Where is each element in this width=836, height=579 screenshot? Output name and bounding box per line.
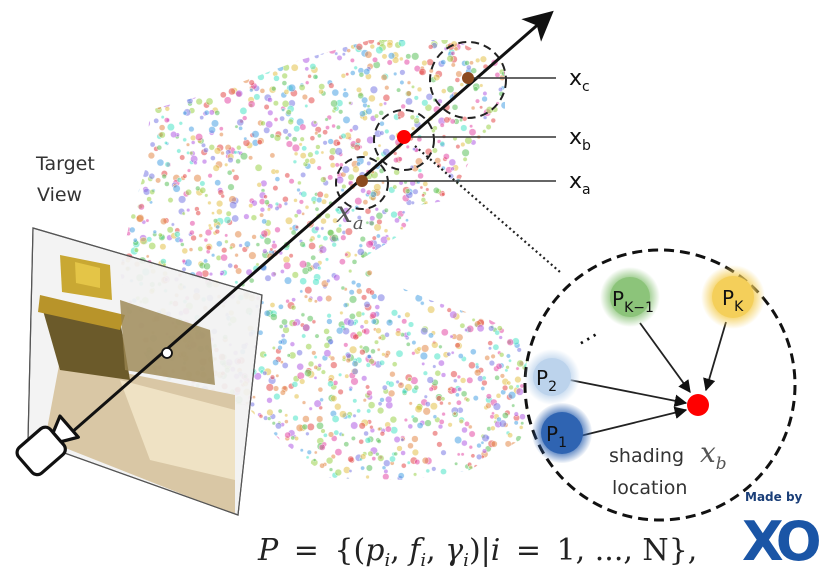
- pixel-intersection: [161, 347, 173, 359]
- shading-label-line2: location: [612, 477, 687, 499]
- point-set-formula: P = {(pi, fi, γi)|i = 1, ..., N},: [257, 533, 697, 571]
- svg-text:PK: PK: [722, 286, 744, 315]
- label-xa: xa: [569, 169, 591, 198]
- arrow-p1-to-xb: [579, 406, 688, 437]
- arrow-pk-to-xb: [703, 321, 727, 392]
- camera-ray: [54, 10, 554, 449]
- neighbor-p-1: P1: [532, 403, 592, 463]
- sample-point-xa: [356, 175, 368, 187]
- bulldozer-image: [38, 255, 235, 515]
- sample-point-xb: [397, 130, 411, 144]
- made-by-xo-logo: Made by XO: [742, 490, 826, 573]
- zoom-connector: [414, 145, 561, 273]
- arrow-p2-to-xb: [569, 379, 688, 407]
- target-view-label-line1: Target: [35, 153, 95, 175]
- sample-region-xc: [429, 41, 507, 119]
- sample-region-xa: [335, 156, 389, 210]
- label-xa-italic: xa: [336, 195, 364, 234]
- target-view-plane: [27, 227, 263, 516]
- neighbor-p-k-minus-1: PK−1: [600, 267, 660, 327]
- svg-text:XO: XO: [742, 510, 820, 573]
- svg-text:PK−1: PK−1: [612, 287, 654, 316]
- shading-label-line1: shading: [609, 445, 684, 467]
- sample-point-xc: [462, 72, 474, 84]
- svg-text:Made by: Made by: [745, 490, 803, 504]
- target-view-label-line2: View: [37, 184, 82, 206]
- neighbor-p-k: PK: [701, 265, 765, 329]
- shading-var: xb: [700, 436, 727, 474]
- svg-text:P2: P2: [536, 366, 557, 395]
- arrow-pk1-to-xb: [639, 322, 691, 394]
- label-xb: xb: [569, 125, 591, 154]
- shading-point: [687, 394, 709, 416]
- sample-region-xb: [373, 109, 435, 171]
- neighbor-p-2: P2: [524, 349, 580, 405]
- svg-text:P1: P1: [546, 422, 567, 451]
- camera-icon: [15, 414, 80, 477]
- label-xc: xc: [569, 66, 590, 95]
